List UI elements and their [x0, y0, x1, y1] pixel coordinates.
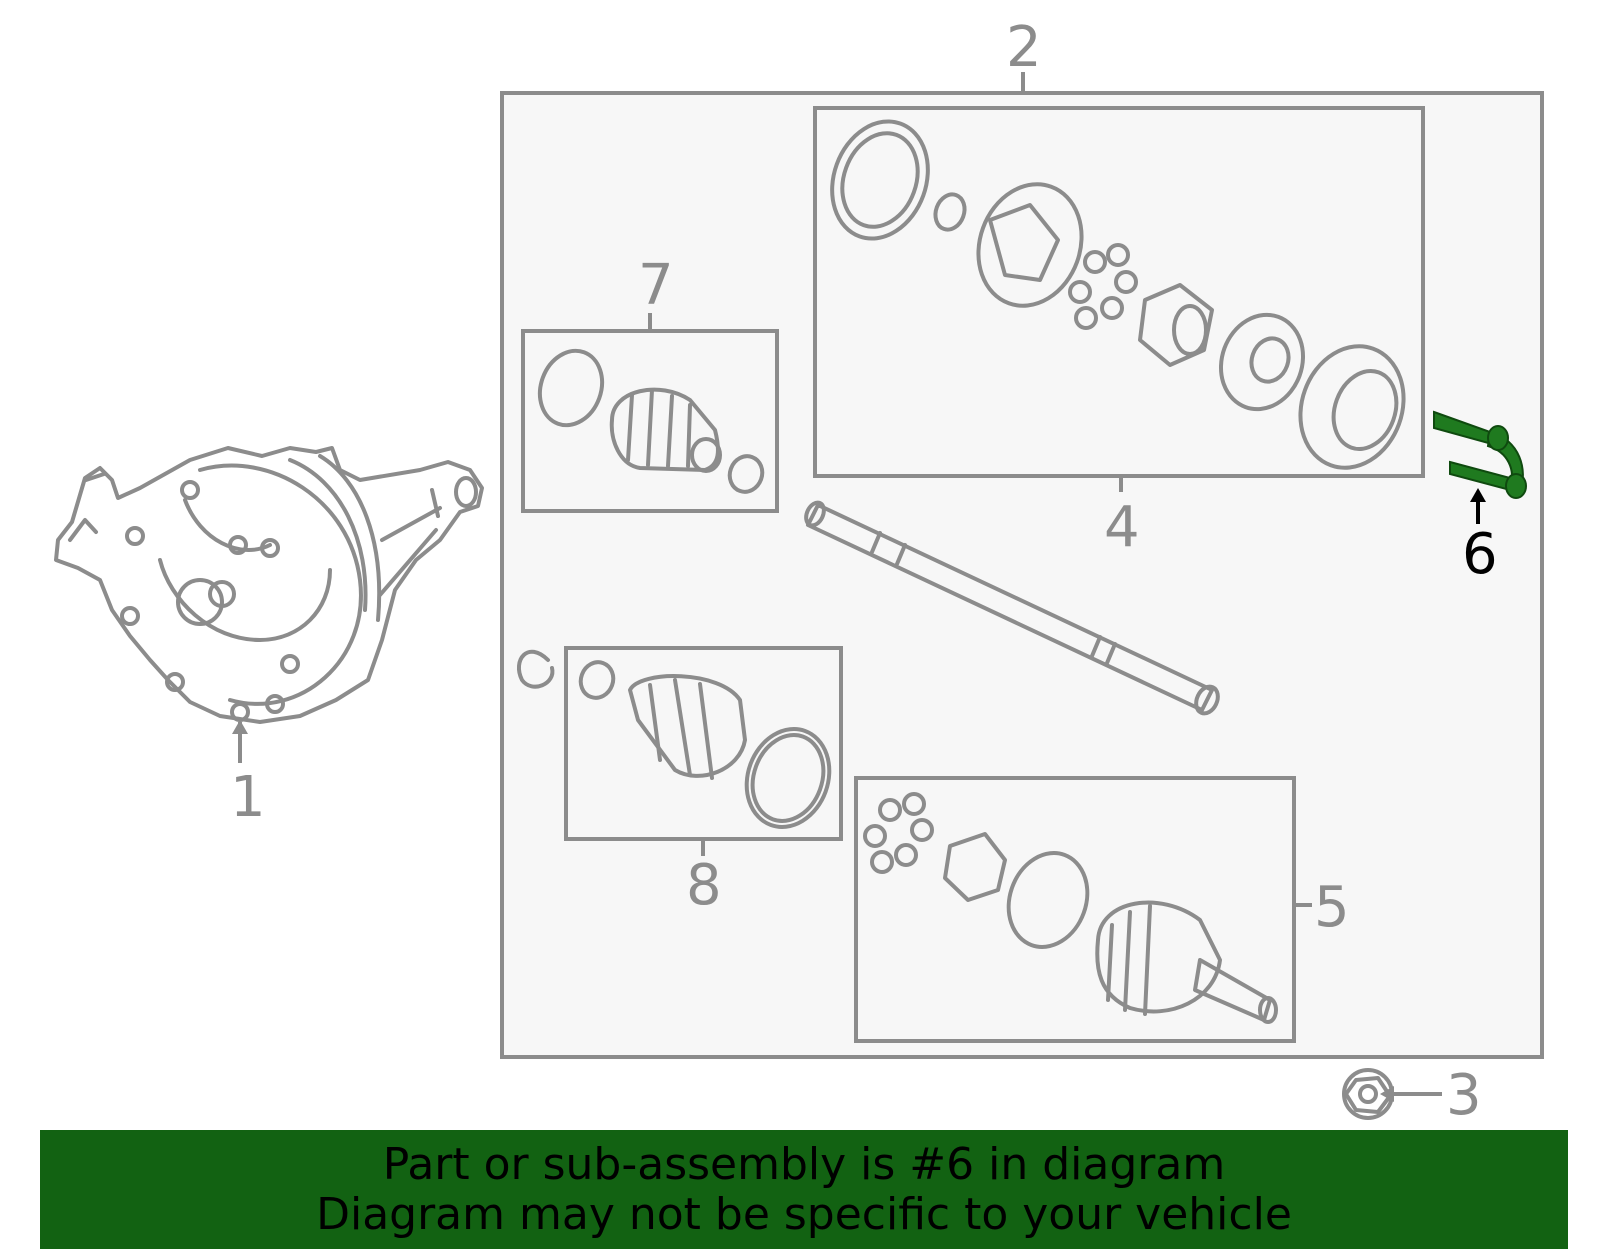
callout-4: 4: [1104, 495, 1140, 560]
callout-1: 1: [230, 765, 266, 830]
callout-2: 2: [1006, 15, 1042, 80]
callout-5: 5: [1314, 875, 1350, 940]
subassembly-5-box[interactable]: [854, 776, 1296, 1043]
part-7-boot-kit[interactable]: [530, 342, 767, 496]
part-4-inner-joint[interactable]: [816, 108, 1420, 482]
banner-line-2: Diagram may not be specific to your vehi…: [316, 1188, 1292, 1240]
axle-shaft[interactable]: [803, 500, 1222, 717]
info-banner: Part or sub-assembly is #6 in diagram Di…: [40, 1130, 1568, 1249]
part-5-outer-joint[interactable]: [863, 792, 1278, 1024]
part-8-boot-kit[interactable]: [576, 658, 843, 839]
snap-ring[interactable]: [516, 649, 555, 689]
banner-line-1: Part or sub-assembly is #6 in diagram: [382, 1138, 1226, 1190]
part-6-bolts[interactable]: [1433, 410, 1527, 499]
callout-8: 8: [686, 853, 722, 918]
callout-6: 6: [1462, 522, 1498, 587]
callout-3: 3: [1446, 1063, 1482, 1128]
assembly-2-box: [500, 91, 1544, 1059]
part-1-differential[interactable]: [54, 446, 484, 724]
callout-7: 7: [638, 253, 674, 318]
